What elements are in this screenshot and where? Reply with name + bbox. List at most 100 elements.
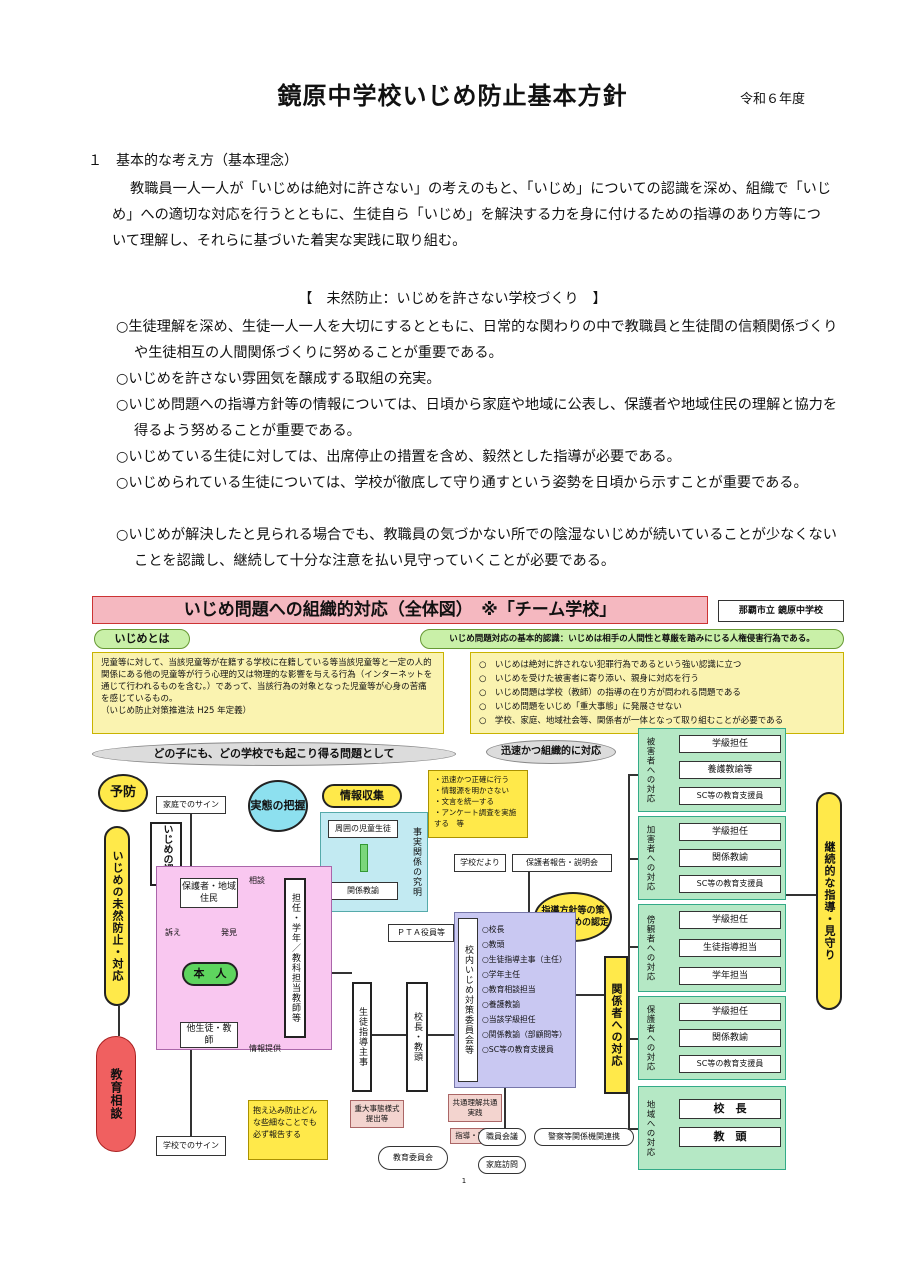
- connector-line: [628, 774, 630, 1128]
- organization-diagram: いじめ問題への組織的対応（全体図） ※「チーム学校」 那覇市立 鏡原中学校 いじ…: [88, 594, 848, 1188]
- home-sign: 家庭でのサイン: [156, 796, 226, 814]
- basic-item: ○ いじめを受けた被害者に寄り添い、親身に対応を行う: [479, 674, 699, 684]
- kocho-kyoto: 校長・教頭: [406, 982, 428, 1092]
- member: ○学年主任: [482, 970, 520, 979]
- group-label: 保護者への対応: [645, 1004, 655, 1072]
- kankeisha-taio: 関係者への対応: [604, 956, 628, 1094]
- group-label: 地域への対応: [645, 1099, 655, 1157]
- member: ○教育相談担当: [482, 985, 536, 994]
- group-item: 学級担任: [679, 1003, 781, 1021]
- jijitsu-kyumei: 事実関係の究明: [411, 827, 421, 897]
- school-sign: 学校でのサイン: [156, 1136, 226, 1156]
- definition-box: 児童等に対して、当該児童等が在籍する学校に在籍している等当該児童等と一定の人的関…: [92, 652, 444, 734]
- connector-line: [504, 1088, 506, 1128]
- seito-shido-shuji: 生徒指導主事: [352, 982, 372, 1092]
- note-item: ・アンケート調査を実施する 等: [434, 808, 517, 828]
- group-item: 学級担任: [679, 823, 781, 841]
- diagram-banner: いじめ問題への組織的対応（全体図） ※「チーム学校」: [92, 596, 708, 624]
- connector-line: [332, 972, 352, 974]
- katei-homon: 家庭訪問: [478, 1156, 526, 1174]
- member: ○SC等の教育支援員: [482, 1045, 554, 1054]
- group-item: 関係教諭: [679, 849, 781, 867]
- connector-line: [628, 1038, 638, 1040]
- connector-line: [786, 894, 816, 896]
- fiscal-year: 令和６年度: [740, 92, 806, 107]
- jittai-haaku-bubble: 実態の把握: [248, 780, 308, 832]
- yobo-bubble: 予防: [98, 774, 148, 812]
- group-item: SC等の教育支援員: [679, 787, 781, 805]
- group-item: SC等の教育支援員: [679, 875, 781, 893]
- member: ○関係教諭（部顧問等）: [482, 1030, 567, 1039]
- basic-item: ○ いじめは絶対に許されない犯罪行為であるという強い認識に立つ: [479, 660, 742, 670]
- connector-line: [528, 872, 530, 912]
- gakko-dayori: 学校だより: [454, 854, 506, 872]
- member: ○生徒指導主事（主任）: [482, 955, 567, 964]
- group-label: 傍観者への対応: [645, 914, 655, 982]
- section-heading: １ 基本的な考え方（基本理念）: [88, 153, 298, 169]
- connector-line: [628, 946, 638, 948]
- shokuin-kaigi: 職員会議: [478, 1128, 526, 1146]
- up-down-arrow-icon: [360, 844, 368, 872]
- connector-line: [628, 1128, 638, 1130]
- connector-line: [628, 858, 638, 860]
- honnin: 本 人: [182, 962, 238, 986]
- member: ○校長: [482, 925, 505, 934]
- note-item: ・迅速かつ正確に行う: [434, 775, 509, 784]
- note-item: ・情報源を明かさない: [434, 786, 509, 795]
- group-item: 学級担任: [679, 735, 781, 753]
- group-item: 学級担任: [679, 911, 781, 929]
- juudai-jitai: 重大事態様式提出等: [350, 1100, 404, 1128]
- group-item: 生徒指導担当: [679, 939, 781, 957]
- prevention-heading: 【 未然防止：いじめを許さない学校づくり 】: [298, 291, 607, 307]
- kyotsu-rikai: 共通理解共通実践: [448, 1094, 502, 1122]
- ellipse-rapid-response: 迅速かつ組織的に対応: [486, 740, 616, 764]
- prevention-item: ○いじめられている生徒については、学校が徹底して守り通すという姿勢を日頃から示す…: [116, 475, 808, 491]
- kyoiku-soudan: 教育相談: [96, 1036, 136, 1152]
- group-higaisha: 被害者への対応 学級担任 養護教諭等 SC等の教育支援員: [638, 728, 786, 812]
- kakaekomi-boushi: 抱え込み防止どんな些細なことでも必ず報告する: [248, 1100, 328, 1160]
- note-item: ・文言を統一する: [434, 797, 494, 806]
- member: ○教頭: [482, 940, 505, 949]
- page-number: 1: [461, 1177, 467, 1185]
- iinkai-members: ○校長 ○教頭 ○生徒指導主事（主任） ○学年主任 ○教育相談担当 ○養護教諭 …: [482, 922, 576, 1088]
- label-joho-teikyo: 情報提供: [249, 1044, 281, 1053]
- label-hakken: 発見: [221, 928, 237, 937]
- kankei-kyoyu-joho: 関係教諭: [328, 882, 398, 900]
- connector-line: [628, 774, 638, 776]
- keizoku-mimamori: 継続的な指導・見守り: [816, 792, 842, 1010]
- shuui-seito: 周囲の児童生徒: [328, 820, 398, 838]
- basic-item: ○ 学校、家庭、地域社会等、関係者が一体となって取り組むことが必要である: [479, 716, 784, 726]
- definition-text: 児童等に対して、当該児童等が在籍する学校に在籍している等当該児童等と一定の人的関…: [101, 658, 433, 704]
- group-label: 加害者への対応: [645, 824, 655, 892]
- connector-line: [428, 1034, 454, 1036]
- definition-source: （いじめ防止対策推進法 H25 年定義）: [101, 706, 252, 716]
- group-item: 教 頭: [679, 1127, 781, 1147]
- prevention-item: ○いじめを許さない雰囲気を醸成する取組の充実。: [116, 371, 441, 387]
- school-tag: 那覇市立 鏡原中学校: [718, 600, 844, 622]
- ellipse-any-school: どの子にも、どの学校でも起こり得る問題として: [92, 742, 456, 766]
- connector-line: [576, 994, 604, 996]
- group-item: 校 長: [679, 1099, 781, 1119]
- tannin-kyoshi: 担任・学年／教科担当教師等: [284, 878, 306, 1038]
- hogosha-hokoku: 保護者報告・説明会: [512, 854, 612, 872]
- prevention-item: ○いじめている生徒に対しては、出席停止の措置を含め、毅然とした指導が必要である。: [116, 449, 681, 465]
- mizen-boushi-vertical: いじめの未然防止・対応: [104, 826, 130, 1006]
- tasei-kyoshi: 他生徒・教 師: [180, 1022, 241, 1048]
- joho-notes: ・迅速かつ正確に行う ・情報源を明かさない ・文言を統一する ・アンケート調査を…: [428, 770, 528, 838]
- basic-recognition-title: いじめ問題対応の基本的認識：いじめは相手の人間性と尊厳を踏みにじる人権侵害行為で…: [420, 629, 844, 649]
- prevention-item: ○いじめ問題への指導方針等の情報については、日頃から家庭や地域に公表し、保護者や…: [116, 397, 838, 439]
- group-bokansha: 傍観者への対応 学級担任 生徒指導担当 学年担当: [638, 904, 786, 992]
- group-item: SC等の教育支援員: [679, 1055, 781, 1073]
- basic-item: ○ いじめ問題は学校（教師）の指導の在り方が問われる問題である: [479, 688, 741, 698]
- group-hogosha: 保護者への対応 学級担任 関係教諭 SC等の教育支援員: [638, 996, 786, 1080]
- label-uttae: 訴え: [165, 928, 181, 937]
- pta-yakuin: ＰＴＡ役員等: [388, 924, 454, 942]
- joho-shushu: 情報収集: [322, 784, 402, 808]
- group-label: 被害者への対応: [645, 736, 655, 804]
- group-item: 関係教諭: [679, 1029, 781, 1047]
- prevention-item: ○いじめが解決したと見られる場合でも、教職員の気づかない所での陰湿ないじめが続い…: [116, 527, 837, 569]
- page-title: 鏡原中学校いじめ防止基本方針: [277, 82, 628, 110]
- member: ○当該学級担任: [482, 1015, 536, 1024]
- basic-item: ○ いじめ問題をいじめ「重大事態」に発展させない: [479, 702, 682, 712]
- definition-title: いじめとは: [94, 629, 190, 649]
